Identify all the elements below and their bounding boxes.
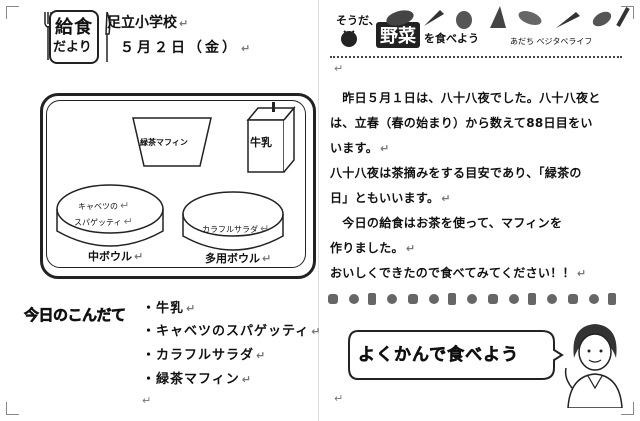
nutritionist-illustration-icon — [564, 324, 623, 408]
crop-mark-bottom-left — [6, 402, 19, 415]
banner-suffix: を食べよう — [424, 32, 479, 45]
multi-purpose-bowl-icon — [182, 191, 284, 251]
vegetable-border-top — [330, 56, 622, 58]
tomato-icon — [341, 30, 357, 47]
article-line-1: 昨日５月１日は、八十八夜でした。八十八夜と — [330, 91, 601, 105]
chew-well-message: よくかんで食べよう — [358, 345, 520, 366]
crop-mark-top-right — [621, 6, 634, 19]
menu-item-milk: ・牛乳↵ — [142, 301, 197, 316]
crop-mark-bottom-right — [621, 402, 634, 415]
tray-item-muffin: 緑茶マフィン — [140, 138, 188, 147]
article-line-5: 日」ともいいます。↵ — [330, 191, 451, 205]
tray-item-milk: 牛乳 — [250, 136, 272, 149]
vegetables-illustration-icon — [386, 6, 630, 29]
newsletter-title-badge: 給食 だより — [43, 10, 101, 64]
multi-purpose-bowl-label: 多用ボウル↵ — [205, 252, 272, 265]
tray-inner — [46, 100, 306, 268]
article-line-4: 八十八夜は茶摘みをする目安であり、「緑茶の — [330, 166, 582, 180]
tray-item-cabbage-line1: キャベツの↵ — [78, 199, 130, 212]
article-line-3: います。↵ — [330, 141, 390, 155]
paragraph-mark: ↵ — [334, 62, 344, 75]
vegetable-border-bottom-icon — [328, 293, 616, 305]
title-sub: だより — [53, 40, 92, 55]
article-line-6: 今日の給食はお茶を使って、マフィンを — [330, 216, 563, 230]
todays-menu-label: 今日のこんだて — [24, 306, 127, 325]
school-name: 足立小学校↵ — [107, 15, 189, 31]
banner-prefix: そうだ、 — [336, 14, 380, 27]
article-line-2: は、立春（春の始まり）から数えて88日目をい — [330, 116, 593, 130]
knife-icon — [105, 12, 111, 62]
tray-item-cabbage-line2: スパゲッティ↵ — [74, 215, 133, 228]
menu-item-muffin: ・緑茶マフィン↵ — [142, 372, 252, 387]
paragraph-mark: ↵ — [142, 394, 152, 407]
crop-mark-top-left — [6, 6, 19, 19]
tray-item-salad: カラフルサラダ↵ — [202, 222, 270, 235]
speech-bubble — [348, 330, 564, 380]
menu-item-salad: ・カラフルサラダ↵ — [142, 348, 267, 363]
page-divider — [318, 0, 319, 421]
article-line-8: おいしくできたので食べてみてください！！↵ — [330, 266, 587, 280]
menu-item-spaghetti: ・キャベツのスパゲッティ↵ — [142, 324, 322, 339]
tray-outline — [40, 93, 316, 279]
muffin-cup-icon — [132, 117, 212, 167]
banner-sub: あだち ベジタベライフ — [510, 37, 593, 46]
milk-carton-icon — [246, 102, 296, 173]
title-main: 給食 — [55, 17, 93, 38]
article-line-7: 作りました。↵ — [330, 241, 416, 255]
paragraph-mark: ↵ — [334, 392, 344, 405]
banner-main: 野菜 — [376, 22, 420, 48]
medium-bowl-label: 中ボウル↵ — [88, 250, 144, 263]
issue-date: ５月２日（金）↵ — [120, 40, 254, 56]
medium-bowl-icon — [56, 184, 164, 247]
